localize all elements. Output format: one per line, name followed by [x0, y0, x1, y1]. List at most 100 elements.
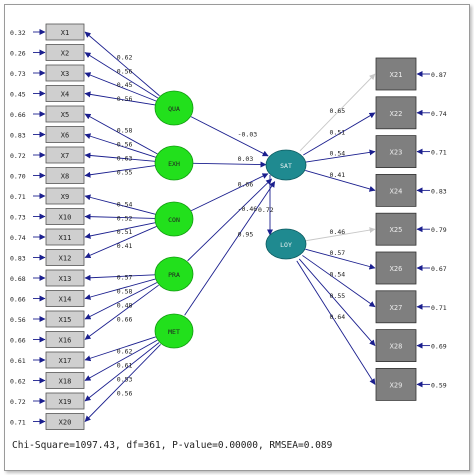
error-variance-label: 0.68 [10, 275, 26, 283]
loading-label: 0.41 [117, 242, 133, 250]
loading-label: 0.55 [117, 169, 133, 177]
loading-path [302, 255, 376, 308]
error-variance-label: 0.62 [10, 378, 26, 386]
loading-path [84, 278, 156, 300]
structural-coefficient: 0.95 [238, 231, 254, 239]
observed-variable-box [45, 208, 85, 225]
loading-label: 0.45 [117, 81, 133, 89]
observed-variable-box [45, 187, 85, 205]
observed-variable-label: X16 [59, 337, 72, 345]
structural-path [190, 116, 269, 157]
latent-factor-label: LOY [280, 241, 292, 249]
loading-path [84, 222, 156, 239]
loading-path [298, 258, 376, 346]
loading-path [296, 260, 376, 385]
error-variance-label: 0.79 [431, 226, 447, 234]
loading-path [84, 165, 156, 178]
error-variance-label: 0.26 [10, 50, 26, 58]
coefficient-labels: 0.320.620.260.560.730.450.450.560.660.58… [10, 29, 447, 427]
observed-variable-box [45, 228, 85, 246]
loading-label: 0.62 [117, 348, 133, 356]
error-variance-label: 0.71 [431, 149, 447, 157]
observed-variable-box [45, 249, 85, 266]
observed-variable-label: X1 [61, 29, 69, 37]
loading-label: 0.54 [330, 150, 346, 158]
loading-label: 0.62 [117, 53, 133, 61]
loading-label: 0.66 [117, 316, 133, 324]
structural-coefficient: 0.66 [238, 180, 254, 188]
loading-label: 0.46 [330, 228, 346, 236]
loading-path [84, 226, 157, 259]
error-variance-label: 0.73 [10, 70, 26, 78]
observed-variable-label: X8 [61, 173, 69, 181]
loading-label: 0.63 [117, 155, 133, 163]
loading-path [84, 113, 158, 155]
observed-variable-box [375, 329, 417, 363]
structural-path [184, 181, 276, 316]
observed-variable-box [45, 64, 85, 82]
latent-factor-label: PRA [168, 271, 180, 279]
loading-path [84, 339, 158, 381]
observed-variable-label: X20 [59, 419, 72, 427]
observed-variable-label: X12 [59, 255, 72, 263]
structural-path [192, 161, 267, 168]
structural-coefficient: -0.46 [238, 205, 258, 213]
error-variance-label: 0.66 [10, 296, 26, 304]
loading-label: 0.51 [330, 128, 346, 136]
error-variance-label: 0.83 [431, 187, 447, 195]
observed-variable-label: X7 [61, 152, 69, 160]
error-variance-label: 0.66 [10, 337, 26, 345]
error-variance-label: 0.73 [10, 214, 26, 222]
latent-factor-label: QUA [168, 105, 180, 113]
sat-to-loy-coefficient: 0.72 [258, 206, 274, 214]
observed-variable-label: X4 [61, 91, 69, 99]
loading-path [84, 152, 156, 162]
loading-path [299, 73, 376, 152]
observed-variable-label: X9 [61, 193, 69, 201]
observed-variable-box [45, 351, 85, 369]
observed-variable-label: X23 [390, 149, 403, 157]
latent-factor-ellipse [154, 90, 194, 126]
observed-variable-label: X2 [61, 50, 69, 58]
error-variance-label: 0.71 [431, 304, 447, 312]
error-variance-label: 0.83 [10, 132, 26, 140]
loading-label: 0.51 [117, 228, 133, 236]
latent-factor-ellipse [154, 313, 194, 349]
loading-path [84, 52, 159, 99]
loading-path [305, 227, 376, 242]
observed-variable-box [45, 310, 85, 328]
error-variance-label: 0.74 [10, 234, 26, 242]
loading-label: 0.58 [117, 288, 133, 296]
loading-path [305, 169, 376, 192]
loading-path [84, 91, 156, 106]
error-variance-label: 0.87 [431, 71, 447, 79]
loading-path [303, 112, 376, 156]
loading-label: 0.64 [330, 313, 346, 321]
loading-path [84, 72, 157, 102]
loading-label: 0.57 [117, 274, 133, 282]
structural-path [187, 178, 273, 262]
latent-factor-label: CON [168, 216, 180, 224]
loading-path [84, 194, 156, 215]
loading-path [84, 282, 158, 320]
latent-factor-ellipse [154, 256, 194, 292]
loading-path [84, 133, 157, 158]
observed-variable-box [375, 251, 417, 285]
loading-path [84, 31, 160, 97]
structural-path [190, 173, 269, 212]
observed-variable-box [375, 290, 417, 324]
observed-variable-box [45, 146, 85, 164]
latent-factor-label: MET [168, 328, 180, 336]
observed-variable-box [45, 167, 85, 184]
observed-variable-box [45, 105, 85, 123]
structural-coefficient: -0.03 [238, 130, 258, 138]
observed-variable-box [45, 23, 85, 41]
path-lines [33, 29, 430, 425]
error-variance-label: 0.72 [10, 398, 26, 406]
error-variance-label: 0.70 [10, 173, 26, 181]
loading-path [84, 342, 160, 402]
latent-factor-label: EXH [168, 160, 180, 168]
observed-variable-label: X13 [59, 275, 72, 283]
latent-factor-ellipse [265, 149, 307, 181]
